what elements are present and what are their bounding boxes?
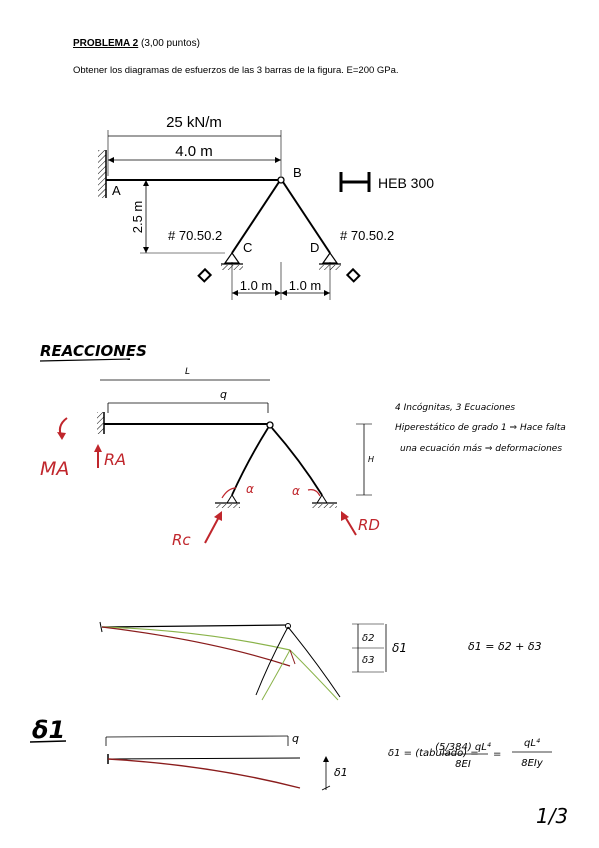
reaction-c-label: Rc [172, 531, 191, 549]
node-b-label: B [293, 165, 302, 180]
delta1-deflected-beam [107, 758, 301, 789]
delta1-heading: δ1 [32, 716, 65, 744]
node-a-label: A [112, 183, 121, 198]
dist-right-label: 1.0 m [289, 278, 322, 293]
span-label: 4.0 m [175, 143, 213, 160]
reaction-a-label: RA [104, 450, 126, 469]
moment-a-label: MA [40, 458, 69, 480]
note-line-3: una ecuación más ⇒ deformaciones [400, 443, 562, 454]
reaction-d-label: RD [358, 516, 380, 534]
page-number: 1/3 [536, 804, 568, 828]
bar-bd [282, 181, 331, 254]
bar-left-section-label: # 70.50.2 [168, 228, 222, 243]
reactions-load-label: q [220, 388, 227, 401]
node-c-label: C [243, 240, 252, 255]
delta1-deflection-label: δ1 [334, 766, 348, 779]
beam-section-label: HEB 300 [378, 175, 434, 191]
formula-mid-numerator: (5/384) qL⁴ [435, 741, 491, 753]
wall-support-a [98, 150, 106, 198]
height-label: 2.5 m [130, 201, 145, 234]
load-label: 25 kN/m [166, 114, 222, 131]
section-icon-c [197, 267, 213, 283]
heb-section-icon [339, 172, 371, 192]
delta3-label: δ3 [362, 655, 374, 666]
alpha-right-label: α [292, 484, 300, 498]
formula-rhs-numerator: qL⁴ [524, 737, 540, 749]
delta1-load-label: q [292, 732, 299, 745]
compatibility-sketch: δ2 δ3 δ1 δ1 = δ2 + δ3 [99, 621, 542, 701]
svg-text:=: = [493, 749, 501, 760]
reactions-length-label: L [185, 367, 190, 377]
deflected-beam-red [101, 626, 291, 667]
compat-equation: δ1 = δ2 + δ3 [468, 640, 542, 653]
reactions-height-label: H [368, 455, 374, 464]
bar-right-section-label: # 70.50.2 [340, 228, 394, 243]
node-d-label: D [310, 240, 319, 255]
alpha-left-label: α [246, 482, 254, 496]
formula-lhs: δ1 = (tabulado) = [388, 748, 479, 759]
delta1-section: δ1 q δ1 δ1 = (tabulado) = (5/384) qL⁴ 8E… [29, 716, 552, 791]
delta2-label: δ2 [362, 633, 374, 644]
dist-left-label: 1.0 m [240, 278, 273, 293]
beam-original-line [101, 624, 289, 628]
reactions-heading: REACCIONES [40, 342, 147, 360]
delta1-label: δ1 [392, 641, 407, 655]
formula-mid-denominator: 8EI [455, 759, 471, 770]
bar-bc [231, 181, 280, 254]
problem-statement: Obtener los diagramas de esfuerzos de la… [73, 65, 399, 76]
structure-figure: 25 kN/m 4.0 m 2.5 m A B C D # 70.50.2 # … [98, 114, 434, 300]
note-line-1: 4 Incógnitas, 3 Ecuaciones [395, 402, 515, 413]
problem-heading: PROBLEMA 2 (3,00 puntos) [73, 38, 200, 49]
problem-points: (3,00 puntos) [140, 38, 200, 49]
reactions-section: REACCIONES L q α α H [39, 342, 566, 549]
note-line-2: Hiperestático de grado 1 ⇒ Hace falta [395, 423, 566, 433]
hinge-b [277, 176, 285, 184]
problem-title: PROBLEMA 2 [73, 38, 139, 49]
section-icon-d [345, 267, 361, 283]
formula-rhs-denominator: 8EIy [521, 758, 544, 769]
deflected-beam-green [101, 626, 291, 651]
